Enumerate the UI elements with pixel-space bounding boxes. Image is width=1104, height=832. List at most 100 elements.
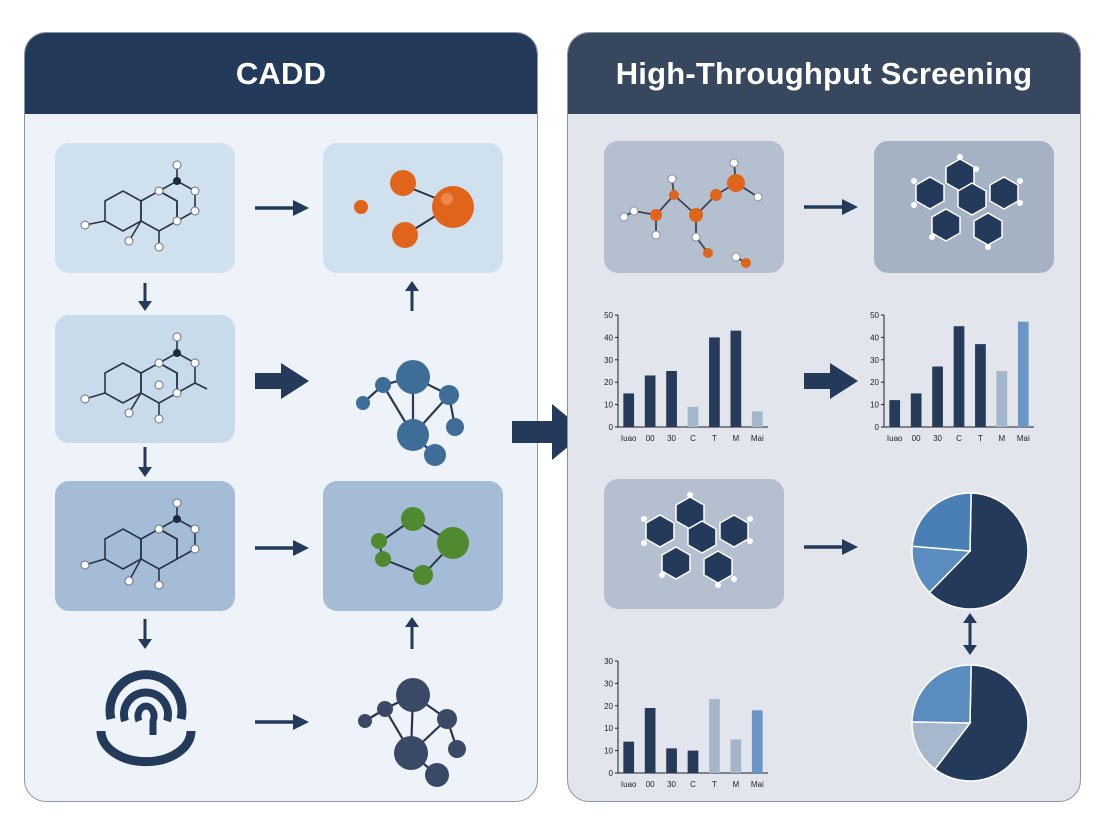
pie-chart-1 bbox=[911, 492, 1029, 610]
x-tick-label: Mai bbox=[751, 434, 764, 443]
bar bbox=[730, 330, 742, 427]
y-tick-label: 20 bbox=[870, 378, 879, 387]
x-tick-label: Iuao bbox=[621, 434, 637, 443]
arrow-down-3-icon bbox=[138, 619, 152, 649]
cadd-panel: CADD bbox=[24, 32, 538, 802]
bar bbox=[932, 366, 943, 427]
pie-slice bbox=[911, 721, 972, 771]
hexagon-cluster-1-icon bbox=[911, 154, 1023, 250]
y-tick-label: 0 bbox=[875, 423, 880, 432]
pie-chart-2 bbox=[911, 664, 1029, 782]
x-tick-label: C bbox=[690, 780, 696, 789]
molecule-structure-1-icon bbox=[80, 160, 200, 252]
x-tick-label: C bbox=[690, 434, 696, 443]
bar bbox=[953, 326, 965, 427]
hts-arrow-right-3-icon bbox=[804, 539, 858, 555]
hts-header: High-Throughput Screening bbox=[568, 33, 1080, 114]
hts-panel: High-Throughput Screening bbox=[567, 32, 1081, 802]
x-tick-label: Iuao bbox=[621, 780, 637, 789]
y-tick-label: 10 bbox=[604, 747, 613, 756]
x-tick-label: T bbox=[712, 434, 717, 443]
green-molecule-icon bbox=[371, 507, 469, 585]
blue-molecule-icon bbox=[356, 360, 464, 466]
arrow-right-4-icon bbox=[255, 714, 309, 730]
x-tick-label: 30 bbox=[933, 434, 942, 443]
cadd-tile-green-molecule bbox=[323, 481, 503, 611]
cadd-header: CADD bbox=[25, 33, 537, 114]
y-tick-label: 30 bbox=[604, 657, 613, 666]
bar bbox=[709, 699, 720, 773]
hts-arrow-right-1-icon bbox=[804, 199, 858, 215]
arrow-up-1-icon bbox=[405, 281, 419, 311]
cadd-tile-structure-1 bbox=[55, 143, 235, 273]
arrow-right-3-icon bbox=[255, 540, 309, 556]
x-tick-label: 00 bbox=[646, 780, 655, 789]
arrow-up-2-icon bbox=[405, 617, 419, 649]
y-tick-label: 30 bbox=[604, 679, 613, 688]
x-tick-label: T bbox=[978, 434, 983, 443]
y-tick-label: 40 bbox=[870, 333, 879, 342]
x-tick-label: 00 bbox=[912, 434, 921, 443]
x-tick-label: Mai bbox=[751, 780, 764, 789]
x-tick-label: Iuao bbox=[887, 434, 903, 443]
bar bbox=[709, 337, 720, 427]
x-tick-label: M bbox=[999, 434, 1006, 443]
y-tick-label: 50 bbox=[870, 311, 879, 320]
y-tick-label: 20 bbox=[604, 702, 613, 711]
cadd-tile-structure-2 bbox=[55, 315, 235, 443]
cadd-tile-structure-3 bbox=[55, 481, 235, 611]
orange-molecule-icon bbox=[354, 170, 474, 248]
y-tick-label: 10 bbox=[604, 724, 613, 733]
bar bbox=[975, 344, 986, 427]
cadd-title: CADD bbox=[235, 55, 327, 91]
x-tick-label: 30 bbox=[667, 434, 676, 443]
x-tick-label: M bbox=[733, 434, 740, 443]
bar bbox=[751, 710, 763, 773]
y-tick-label: 20 bbox=[604, 378, 613, 387]
arrow-down-1-icon bbox=[138, 283, 152, 311]
y-tick-label: 10 bbox=[870, 401, 879, 410]
x-tick-label: T bbox=[712, 780, 717, 789]
spiral-logo-icon bbox=[96, 670, 196, 767]
dark-molecule-icon bbox=[358, 678, 466, 787]
x-tick-label: 00 bbox=[646, 434, 655, 443]
arrow-right-2-icon bbox=[255, 363, 309, 399]
x-tick-label: Mai bbox=[1017, 434, 1030, 443]
arrow-right-1-icon bbox=[255, 200, 309, 216]
x-tick-label: C bbox=[956, 434, 962, 443]
molecule-structure-2-icon bbox=[80, 332, 208, 424]
y-tick-label: 30 bbox=[604, 356, 613, 365]
pie-slice bbox=[933, 664, 1029, 782]
bar bbox=[996, 371, 1008, 427]
bar bbox=[687, 750, 699, 773]
bar bbox=[889, 400, 901, 427]
bar bbox=[687, 406, 699, 427]
double-arrow-vertical-icon bbox=[963, 613, 977, 655]
hexagon-cluster-2-icon bbox=[641, 492, 753, 588]
bar bbox=[623, 741, 635, 773]
bar bbox=[623, 393, 635, 427]
bar bbox=[910, 393, 922, 427]
orange-chain-molecule-icon bbox=[619, 158, 763, 268]
molecule-structure-3-icon bbox=[80, 498, 200, 590]
y-tick-label: 0 bbox=[609, 423, 614, 432]
y-tick-label: 40 bbox=[604, 333, 613, 342]
y-tick-label: 10 bbox=[604, 401, 613, 410]
bar bbox=[1017, 321, 1029, 427]
bar bbox=[666, 748, 677, 773]
bar bbox=[666, 371, 677, 427]
arrow-down-2-icon bbox=[138, 447, 152, 477]
bar bbox=[730, 739, 742, 773]
y-tick-label: 0 bbox=[609, 769, 614, 778]
x-tick-label: 30 bbox=[667, 780, 676, 789]
pie-slice bbox=[928, 492, 1029, 610]
y-tick-label: 50 bbox=[604, 311, 613, 320]
hts-title: High-Throughput Screening bbox=[615, 55, 1033, 91]
bar bbox=[644, 708, 656, 773]
pie-slice bbox=[911, 545, 972, 594]
pie-slice bbox=[911, 492, 972, 552]
bar bbox=[751, 411, 763, 427]
